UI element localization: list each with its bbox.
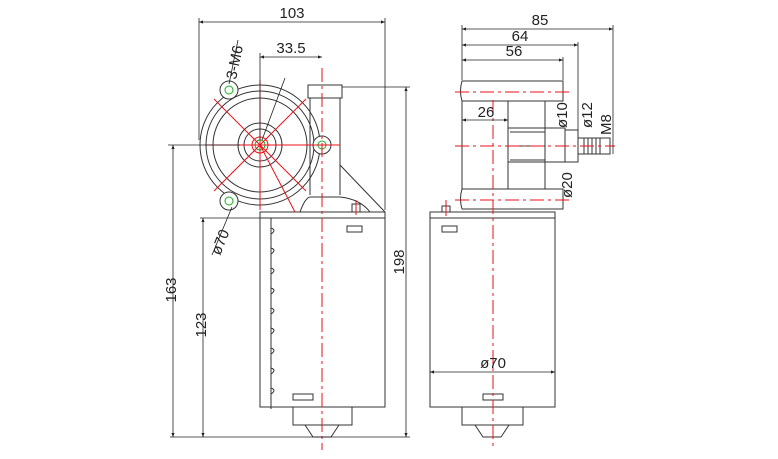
dim-dia-10: ø10 <box>554 102 571 128</box>
gear-housing-side <box>460 80 611 210</box>
dim-163: 163 <box>163 277 180 302</box>
dim-33-5: 33.5 <box>276 40 305 57</box>
mount-hole <box>219 191 239 211</box>
dim-85: 85 <box>532 12 549 29</box>
label-3-m6: 3-M6 <box>223 44 247 81</box>
dim-dia-12: ø12 <box>579 102 596 128</box>
dim-motor-dia: ø70 <box>480 355 506 372</box>
dim-103: 103 <box>279 5 304 22</box>
dim-64: 64 <box>512 28 529 45</box>
gearbox-housing <box>299 84 386 213</box>
front-view: 103 33.5 3-M6 ø70 163 123 198 <box>163 5 410 450</box>
dim-dia-20: ø20 <box>559 172 576 198</box>
label-flange-dia: ø70 <box>208 227 233 257</box>
dim-56: 56 <box>506 43 523 60</box>
side-view: 85 64 56 26 ø10 ø12 M8 ø20 ø70 <box>429 12 615 450</box>
mount-hole <box>219 80 239 100</box>
dim-26: 26 <box>478 104 495 121</box>
heat-fins <box>270 220 275 409</box>
dim-m8: M8 <box>598 114 615 135</box>
dim-123: 123 <box>193 312 210 337</box>
dim-198: 198 <box>391 249 408 274</box>
